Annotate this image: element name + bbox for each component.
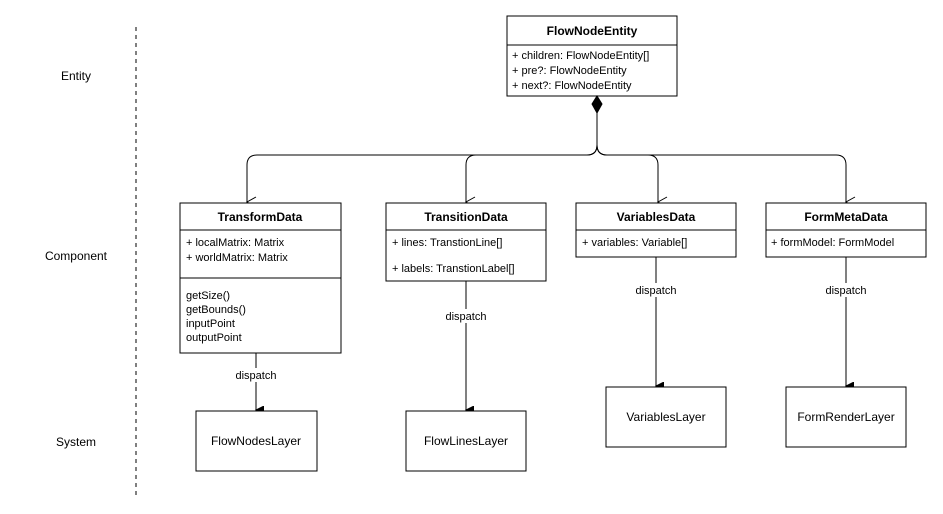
row-label-system: System (56, 435, 96, 449)
form-meta-data-class[interactable]: FormMetaData + formModel: FormModel (765, 202, 927, 258)
form-render-layer-box[interactable]: FormRenderLayer (785, 386, 907, 448)
variables-data-class[interactable]: VariablesData + variables: Variable[] (575, 202, 737, 258)
variables-data-title: VariablesData (617, 210, 696, 224)
flow-nodes-layer-box[interactable]: FlowNodesLayer (195, 410, 318, 472)
transform-data-field: + localMatrix: Matrix (186, 237, 285, 249)
connector-to-transform-data (245, 113, 598, 208)
flow-node-entity-field: + children: FlowNodeEntity[] (512, 50, 649, 62)
variables-data-field: + variables: Variable[] (582, 237, 687, 249)
row-label-component: Component (45, 249, 108, 263)
form-meta-data-field: + formModel: FormModel (771, 237, 894, 249)
form-meta-data-title: FormMetaData (804, 210, 888, 224)
svg-text:dispatch: dispatch (826, 285, 867, 297)
flow-node-entity-field: + next?: FlowNodeEntity (512, 80, 632, 92)
transform-data-method: getSize() (186, 290, 230, 302)
transform-data-title: TransformData (218, 210, 303, 224)
flow-lines-layer-box[interactable]: FlowLinesLayer (405, 410, 527, 472)
flow-node-entity-field: + pre?: FlowNodeEntity (512, 65, 627, 77)
dispatch-label-form: dispatch (821, 283, 871, 297)
composition-diamond (591, 95, 603, 115)
variables-layer-box[interactable]: VariablesLayer (605, 386, 727, 448)
svg-text:dispatch: dispatch (236, 370, 277, 382)
connector-to-transition-data (464, 144, 598, 208)
transform-data-method: inputPoint (186, 318, 235, 330)
dispatch-label-transform: dispatch (231, 368, 281, 382)
flow-node-entity-title: FlowNodeEntity (547, 24, 638, 38)
transition-data-class[interactable]: TransitionData + lines: TranstionLine[] … (385, 202, 547, 282)
connector-to-variables-data (596, 144, 668, 208)
svg-text:dispatch: dispatch (446, 311, 487, 323)
transition-data-title: TransitionData (424, 210, 508, 224)
row-label-entity: Entity (61, 69, 91, 83)
dispatch-edges (256, 257, 846, 410)
connector-to-form-meta-data (596, 144, 856, 208)
composition-connectors (245, 113, 856, 208)
transform-data-class[interactable]: TransformData + localMatrix: Matrix + wo… (179, 202, 342, 354)
transform-data-method: outputPoint (186, 332, 242, 344)
transition-data-field: + lines: TranstionLine[] (392, 237, 502, 249)
dispatch-label-variables: dispatch (631, 283, 681, 297)
transform-data-method: getBounds() (186, 304, 246, 316)
transform-data-field: + worldMatrix: Matrix (186, 252, 288, 264)
dispatch-label-transition: dispatch (441, 309, 491, 323)
form-render-layer-label: FormRenderLayer (797, 410, 894, 424)
flow-lines-layer-label: FlowLinesLayer (424, 434, 508, 448)
flow-node-entity-class[interactable]: FlowNodeEntity + children: FlowNodeEntit… (506, 15, 678, 97)
transition-data-field: + labels: TranstionLabel[] (392, 263, 515, 275)
variables-layer-label: VariablesLayer (626, 410, 705, 424)
flow-nodes-layer-label: FlowNodesLayer (211, 434, 301, 448)
svg-text:dispatch: dispatch (636, 285, 677, 297)
